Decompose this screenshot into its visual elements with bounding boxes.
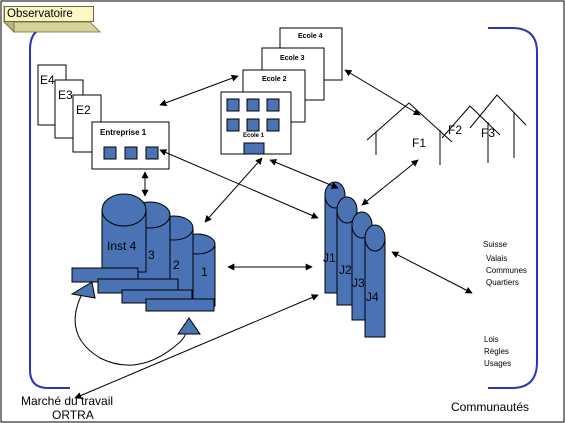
jeune-j3-label: J3 — [352, 277, 365, 289]
entreprise-window — [125, 147, 137, 159]
norme-regles: Règles — [484, 348, 509, 356]
frame-right-bracket — [488, 28, 537, 388]
ecole-stack — [221, 28, 342, 154]
ecole-3-label: Ecole 3 — [280, 55, 305, 62]
jeune-j2-label: J2 — [339, 264, 352, 276]
arrow-ecole-jeunes — [270, 160, 338, 188]
famille-f3-label: F3 — [481, 127, 495, 139]
marche-label: Marché du travail — [21, 395, 113, 407]
ecole-door — [244, 143, 264, 154]
inst-2-label: 2 — [173, 259, 180, 271]
arrow-ecole-famille — [345, 70, 420, 115]
arrow-jeunes-communautes — [392, 252, 472, 293]
ecole-window — [227, 119, 239, 131]
maison-f3 — [470, 95, 526, 158]
geo-valais: Valais — [486, 255, 507, 263]
jeune-j4-label: J4 — [366, 291, 379, 303]
ortra-label: ORTRA — [52, 409, 94, 421]
jeune-4-head — [365, 225, 385, 251]
ecole-window — [247, 99, 259, 111]
ecole-4-label: Ecole 4 — [298, 33, 323, 40]
entreprise-window — [146, 147, 158, 159]
entreprise-window — [104, 147, 116, 159]
maison-f1 — [367, 103, 452, 165]
famille-f2-label: F2 — [448, 124, 462, 136]
entreprise-e2-label: E2 — [76, 104, 91, 116]
norme-usages: Usages — [484, 360, 511, 368]
norme-lois: Lois — [484, 336, 499, 344]
ecole-window — [267, 119, 279, 131]
observatoire-tab[interactable]: Observatoire — [4, 6, 94, 22]
ecole-window — [227, 99, 239, 111]
inst-3-label: 3 — [148, 249, 155, 261]
inst-4-label: Inst 4 — [107, 240, 136, 252]
entreprise-e4-label: E4 — [40, 74, 55, 86]
familles-roofs — [367, 95, 526, 165]
entreprise-stack — [38, 65, 169, 169]
ecole-window — [267, 99, 279, 111]
inst-1-label: 1 — [201, 266, 208, 278]
geo-suisse: Suisse — [483, 241, 507, 249]
cycle-triangle-right — [178, 318, 200, 334]
inst-4-top — [102, 194, 146, 226]
arrow-famille-jeunes — [362, 160, 418, 205]
geo-quartiers: Quartiers — [486, 279, 519, 287]
entreprise-1-label: Entreprise 1 — [100, 129, 146, 137]
jeune-4-body — [365, 238, 385, 337]
jeune-j1-label: J1 — [323, 252, 336, 264]
ecole-window — [247, 119, 259, 131]
ecole-1-label: Ecole 1 — [243, 133, 264, 139]
entreprise-e3-label: E3 — [58, 89, 73, 101]
communautes-label: Communautés — [451, 401, 529, 413]
geo-communes: Communes — [486, 267, 527, 275]
cycle-triangle-left — [72, 282, 95, 298]
ecole-2-label: Ecole 2 — [262, 76, 287, 83]
famille-f1-label: F1 — [412, 137, 426, 149]
observatoire-tab-shadow — [4, 22, 100, 32]
inst-base-1 — [146, 299, 214, 311]
